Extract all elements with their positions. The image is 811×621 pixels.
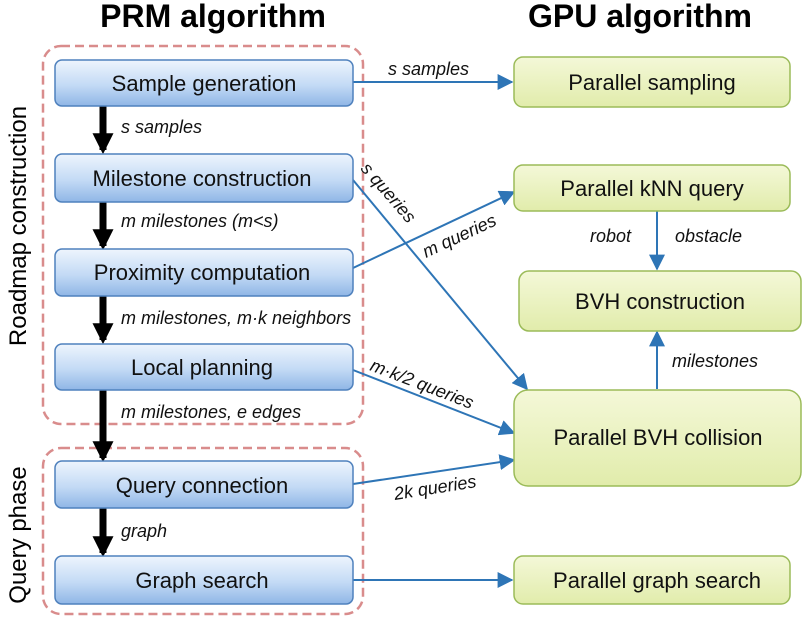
query-phase-group <box>41 446 365 616</box>
prm-step-label: Graph search <box>135 568 268 593</box>
gpu-step-parallel-graph-search: Parallel graph search <box>513 555 791 605</box>
vertical-label-s-samples: s samples <box>121 117 202 137</box>
prm-step-label: Local planning <box>131 355 273 380</box>
prm-step-label: Proximity computation <box>94 260 310 285</box>
edge-milestone-to-collision <box>352 179 529 391</box>
prm-step-label: Sample generation <box>112 71 297 96</box>
prm-heading: PRM algorithm <box>100 0 326 34</box>
gpu-step-bvh-construction: BVH construction <box>518 270 802 332</box>
prm-step-graph-search: Graph search <box>54 555 354 605</box>
phase-label-query: Query phase <box>5 466 32 603</box>
vertical-label-edges: m milestones, e edges <box>121 402 301 422</box>
gpu-step-label: Parallel sampling <box>568 70 736 95</box>
gpu-step-label: Parallel graph search <box>553 568 761 593</box>
prm-step-label: Query connection <box>116 473 288 498</box>
edge-label-obstacle: obstacle <box>675 226 742 246</box>
vertical-label-graph: graph <box>121 521 167 541</box>
prm-step-local-planning: Local planning <box>54 343 354 391</box>
gpu-step-label: BVH construction <box>575 289 745 314</box>
phase-label-roadmap: Roadmap construction <box>5 106 32 346</box>
vertical-label-m-milestones: m milestones (m<s) <box>121 211 279 231</box>
edge-label-milestones: milestones <box>672 351 758 371</box>
gpu-step-parallel-sampling: Parallel sampling <box>513 56 791 108</box>
prm-step-sample-generation: Sample generation <box>54 59 354 107</box>
prm-step-query-connection: Query connection <box>54 460 354 509</box>
roadmap-phase-group <box>41 44 365 426</box>
edge-label-mk2-queries: m·k/2 queries <box>368 355 477 413</box>
edge-query-to-collision <box>352 454 516 485</box>
gpu-step-label: Parallel BVH collision <box>553 425 762 450</box>
edge-proximity-to-knn <box>352 190 516 269</box>
vertical-label-neighbors: m milestones, m·k neighbors <box>121 308 351 328</box>
gpu-step-parallel-bvh-collision: Parallel BVH collision <box>513 389 802 487</box>
prm-step-proximity-computation: Proximity computation <box>54 248 354 297</box>
edge-label-s-queries: s queries <box>357 159 420 227</box>
edge-label-robot: robot <box>590 226 632 246</box>
gpu-heading: GPU algorithm <box>528 0 752 34</box>
edge-label-s-samples: s samples <box>388 59 469 79</box>
prm-step-label: Milestone construction <box>93 166 312 191</box>
edge-local-to-collision <box>352 369 516 436</box>
prm-step-milestone-construction: Milestone construction <box>54 153 354 203</box>
gpu-step-parallel-knn-query: Parallel kNN query <box>513 164 791 212</box>
gpu-step-label: Parallel kNN query <box>560 176 743 201</box>
